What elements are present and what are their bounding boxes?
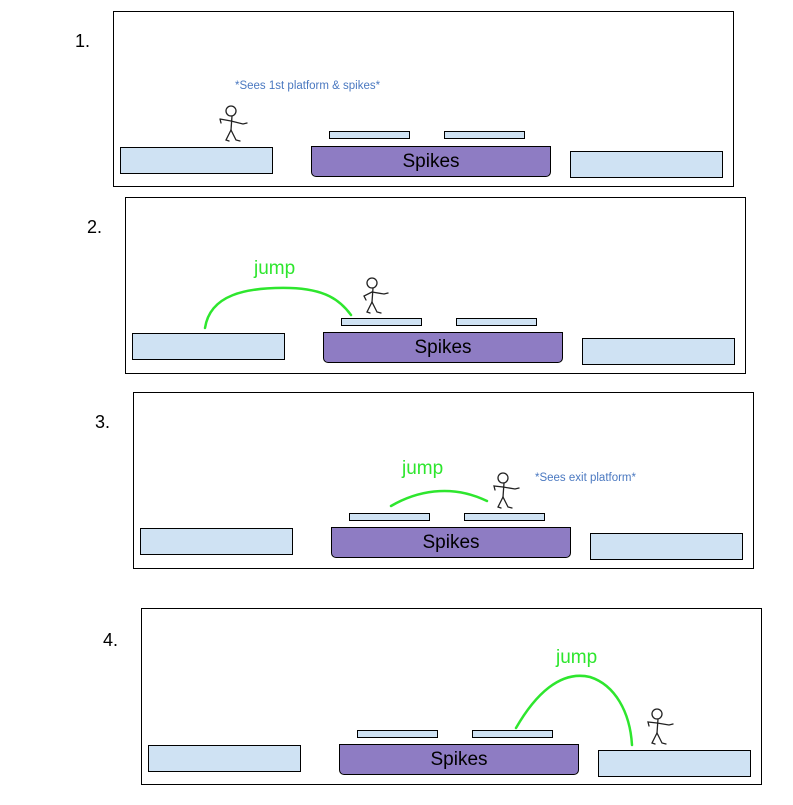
- panel-1-number: 1.: [75, 31, 91, 51]
- panel-3-spikes: Spikes: [331, 527, 571, 558]
- panel-2-spikes: Spikes: [323, 332, 563, 363]
- panel-3-ledge-left: [349, 513, 430, 521]
- panel-2-jump-label: jump: [254, 258, 296, 279]
- panel-1-spikes: Spikes: [311, 146, 551, 177]
- panel-4-start-platform: [148, 745, 301, 772]
- panel-4-exit-platform: [598, 750, 751, 777]
- panel-1-ledge-right: [444, 131, 525, 139]
- panel-1-ledge-left: [329, 131, 410, 139]
- panel-3-ledge-right: [464, 513, 545, 521]
- panel-4-ledge-left: [357, 730, 438, 738]
- panel-3-number: 3.: [95, 412, 111, 432]
- panel-4-jump-label: jump: [556, 647, 598, 668]
- panel-3-note: *Sees exit platform*: [535, 472, 636, 484]
- panel-4-number: 4.: [103, 630, 119, 650]
- panel-1-start-platform: [120, 147, 273, 174]
- panel-3-start-platform: [140, 528, 293, 555]
- panel-4-ledge-right: [472, 730, 553, 738]
- panel-3-exit-platform: [590, 533, 743, 560]
- panel-4-spikes: Spikes: [339, 744, 579, 775]
- panel-1-note: *Sees 1st platform & spikes*: [235, 80, 381, 92]
- panel-1-exit-platform: [570, 151, 723, 178]
- panel-2-number: 2.: [87, 217, 103, 237]
- panel-2-ledge-left: [341, 318, 422, 326]
- panel-3-jump-label: jump: [402, 458, 444, 479]
- panel-2-start-platform: [132, 333, 285, 360]
- panel-2-exit-platform: [582, 338, 735, 365]
- panel-2-ledge-right: [456, 318, 537, 326]
